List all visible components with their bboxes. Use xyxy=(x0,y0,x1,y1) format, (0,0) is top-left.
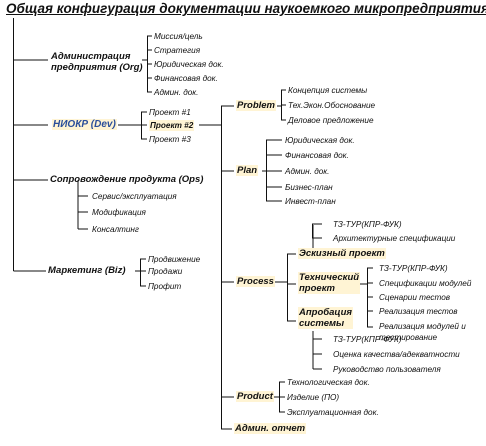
approbation-item-manual: Руководство пользователя xyxy=(333,365,441,374)
org-item-mission: Миссия/цель xyxy=(154,32,203,41)
ops-item-service: Сервис/эксплуатация xyxy=(92,192,177,201)
plan-item-admin: Админ. док. xyxy=(285,167,330,176)
diagram-title: Общая конфигурация документации наукоемк… xyxy=(6,1,486,16)
ops-node: Сопровождение продукта (Ops) xyxy=(50,174,204,185)
tech-item-test-impl: Реализация тестов xyxy=(379,307,458,316)
plan-item-legal: Юридическая док. xyxy=(285,136,355,145)
problem-item-feasibility: Тех.Экон.Обоснование xyxy=(288,101,376,110)
tech-item-test-scenarios: Сценарии тестов xyxy=(379,293,451,302)
dev-project-2: Проект #2 xyxy=(149,120,195,131)
biz-item-promotion: Продвижение xyxy=(148,255,201,264)
plan-item-finance: Финансовая док. xyxy=(285,151,349,160)
org-label-line1: Администрация xyxy=(51,51,131,62)
org-item-legal: Юридическая док. xyxy=(154,60,224,69)
ops-item-modification: Модификация xyxy=(92,208,146,217)
ops-item-consulting: Консалтинг xyxy=(92,225,139,234)
tech-item-modules: Спецификации модулей xyxy=(379,279,472,288)
sketch-item-arch: Архитектурные спецификации xyxy=(333,234,456,243)
dev-project-3: Проект #3 xyxy=(149,135,191,144)
tech-item-module-impl: Реализация модулей и тестирование xyxy=(379,321,466,343)
problem-item-proposal: Деловое предложение xyxy=(288,116,374,125)
approbation-label-line2: системы xyxy=(299,318,345,329)
approbation-item-spec: ТЗ-ТУР(КПР-ФУК) xyxy=(333,335,402,344)
tech-item-module-impl-line1: Реализация модулей и xyxy=(379,322,466,331)
sketch-item-spec: ТЗ-ТУР(КПР-ФУК) xyxy=(333,220,402,229)
biz-item-profit: Профит xyxy=(148,282,182,291)
plan-node: Plan xyxy=(236,165,259,176)
sketch-project-node: Эскизный проект xyxy=(298,248,386,259)
tech-item-module-impl-line2: тестирование xyxy=(379,333,438,342)
plan-item-business: Бизнес-план xyxy=(285,183,333,192)
biz-item-sales: Продажи xyxy=(148,267,183,276)
dev-project-1: Проект #1 xyxy=(149,108,191,117)
biz-node: Маркетинг (Biz) xyxy=(48,265,126,276)
tech-project-node: Технический проект xyxy=(298,272,361,294)
approbation-node: Апробация системы xyxy=(298,307,353,329)
plan-item-invest: Инвест-план xyxy=(285,197,336,206)
tech-item-spec: ТЗ-ТУР(КПР-ФУК) xyxy=(379,264,448,273)
org-item-finance: Финансовая док. xyxy=(154,74,218,83)
org-item-strategy: Стратегия xyxy=(154,46,201,55)
product-item-software: Изделие (ПО) xyxy=(287,393,340,402)
product-item-ops-doc: Эксплуатационная док. xyxy=(287,408,379,417)
approbation-item-quality: Оценка качества/адекватности xyxy=(333,350,460,359)
tech-label-line1: Технический xyxy=(299,272,360,283)
product-node: Product xyxy=(236,391,274,402)
tech-label-line2: проект xyxy=(299,283,335,294)
process-node: Process xyxy=(236,276,275,287)
problem-item-concept: Концепция системы xyxy=(288,86,368,95)
product-item-tech-doc: Технологическая док. xyxy=(287,378,370,387)
org-label-line2: предприятия (Org) xyxy=(51,62,143,73)
org-item-admin: Админ. док. xyxy=(154,88,199,97)
problem-node: Problem xyxy=(236,100,277,111)
dev-node: НИОКР (Dev) xyxy=(52,119,117,130)
admin-report-node: Админ. отчет xyxy=(234,423,307,434)
approbation-label-line1: Апробация xyxy=(299,307,352,318)
org-node: Администрация предприятия (Org) xyxy=(51,51,143,73)
